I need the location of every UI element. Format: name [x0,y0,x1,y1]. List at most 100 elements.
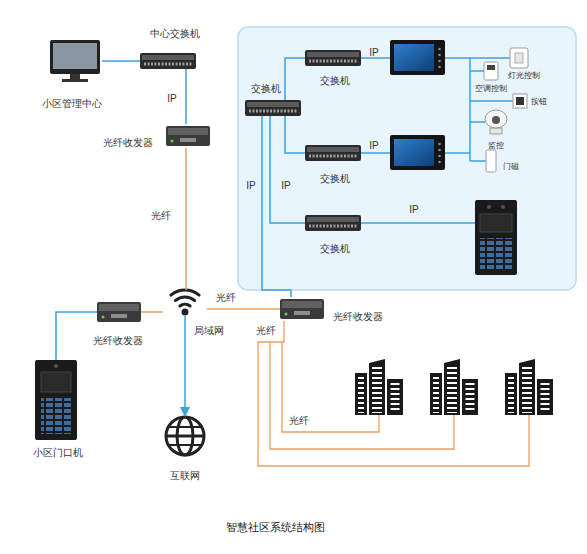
door-machine-icon [41,398,71,434]
network-link [285,116,305,153]
device-node: 中心交换机 [140,53,196,69]
switch-icon [305,145,361,161]
node-label: 监控 [488,142,504,151]
switch-icon [305,215,361,231]
node-label: 空调控制 [475,85,507,94]
device-node: 交换机 [305,145,361,161]
network-wire [445,57,510,59]
node-label: 光纤收发器 [103,137,153,148]
network-link [207,308,280,310]
door-panel-icon [480,214,512,232]
network-wire [470,100,513,102]
building-icon [505,359,553,415]
device-node: 交换机 [305,50,361,66]
door-sensor-icon [486,150,496,172]
node-label: 局域网 [194,325,224,336]
camera-icon [485,110,507,134]
node-label: 门磁 [503,163,519,172]
button-icon [513,94,527,108]
network-wire [470,121,485,123]
network-link [141,311,163,313]
fiber-wire [258,321,529,466]
device-node: 交换机 [305,215,361,231]
link-label: IP [281,180,290,191]
door-machine-icon [54,364,58,368]
building-panel [238,27,576,290]
wifi-symbol [175,297,194,300]
computer-icon [50,40,100,74]
link-label: 光纤 [151,210,171,221]
indoor-monitor [390,135,445,170]
camera-icon [492,116,500,124]
device-node: 空调控制 [484,62,498,80]
device-node: 小区门口机 [35,360,77,440]
device-node: 交换机 [245,100,301,116]
device-node: 按钮 [513,94,527,108]
fiber-wire [258,321,529,466]
light-control-icon [510,48,528,68]
link-label: IP [369,47,378,58]
globe-icon [166,435,204,438]
door-panel-icon [475,200,517,275]
network-wire [469,58,471,161]
device-node: 局域网 [163,290,207,316]
network-wire [470,70,484,72]
device-node: 光纤收发器 [97,300,141,324]
link-label: IP [246,180,255,191]
network-wire [470,160,486,162]
ac-control-icon [487,65,495,70]
link-label: 光纤 [256,325,276,336]
camera-icon [485,110,507,128]
node-label: 光纤收发器 [333,311,383,322]
fiber-wire [270,342,454,449]
node-label: 灯光控制 [508,72,540,81]
link-label: IP [409,204,418,215]
wifi-symbol [171,290,199,295]
door-machine-icon [35,360,77,440]
building-icon [355,359,403,415]
device-node: 光纤收发器 [280,297,324,321]
node-label: 交换机 [320,75,350,86]
ac-control-icon [484,62,498,80]
device-node: 光纤收发器 [166,124,210,148]
network-link [102,60,140,62]
indoor-monitor [390,40,445,75]
door-panel-icon [501,205,505,209]
network-link [285,58,305,100]
computer-icon [50,40,100,82]
ac-control-icon [484,62,498,80]
door-sensor-icon [486,150,496,172]
node-label: 小区门口机 [33,447,83,458]
door-panel-icon [487,205,491,209]
computer-icon [62,79,88,82]
switch-icon [245,100,301,116]
globe-icon [169,444,201,446]
device-node: 灯光控制 [510,48,528,68]
switch-icon [305,50,361,66]
globe-icon [166,417,204,455]
network-wire [361,58,513,223]
transceiver-icon [166,126,210,146]
node-label: 互联网 [170,470,200,481]
node-label: 中心交换机 [150,28,200,39]
wifi-symbol [180,304,190,306]
network-link [185,69,187,124]
transceiver-icon [280,299,324,319]
node-label: 光纤收发器 [93,335,143,346]
wifi-symbol [171,290,199,314]
computer-icon [70,74,80,79]
node-label: 交换机 [320,243,350,254]
globe-icon [169,426,201,428]
door-machine-icon [35,360,77,440]
network-link [185,148,187,290]
node-label: 小区管理中心 [42,98,102,109]
link-label: 光纤 [289,415,309,426]
globe-icon [166,417,204,455]
network-wire [361,152,390,154]
node-label: 交换机 [320,173,350,184]
device-node: 门磁 [486,150,496,172]
